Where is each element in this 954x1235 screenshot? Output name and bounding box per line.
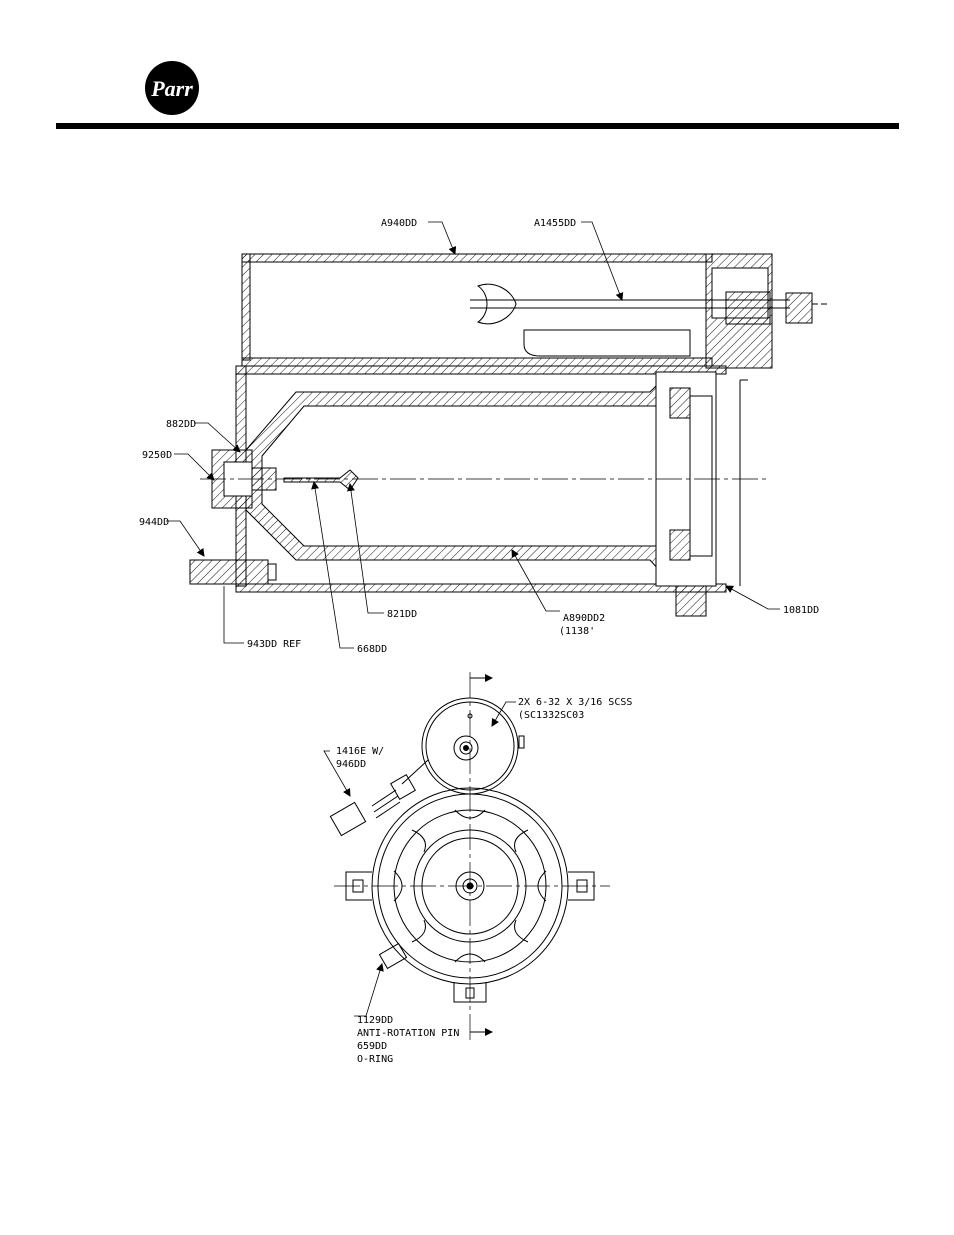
- label-connector-2: 946DD: [336, 759, 366, 770]
- label-pin-3: 659DD: [357, 1041, 387, 1052]
- parr-logo: Parr: [145, 61, 199, 115]
- label-821dd: 821DD: [387, 609, 417, 620]
- lower-bracket: [523, 329, 691, 357]
- end-view-labels: 2X 6-32 X 3/16 SCSS (SC1332SC03 1416E W/…: [336, 697, 632, 1065]
- side-view-leaders: [166, 221, 780, 649]
- label-a1455dd: A1455DD: [534, 218, 576, 229]
- connector-plug: [329, 801, 367, 837]
- ear-right: [568, 871, 595, 901]
- shaft-coupling: [785, 292, 813, 324]
- end-view: [329, 672, 610, 1040]
- bottom-tab: [453, 982, 487, 1003]
- anti-rotation-pin: [378, 942, 408, 970]
- lower-housing-bottom-wall: [235, 583, 727, 593]
- fitting-944dd: [189, 559, 269, 585]
- upper-housing-bottom-wall: [241, 357, 713, 367]
- label-pin-1: 1129DD: [357, 1015, 393, 1026]
- header-rule: [56, 123, 899, 129]
- side-section-view: [189, 253, 828, 617]
- upper-housing-left-wall: [241, 253, 251, 361]
- label-screws-2: (SC1332SC03: [518, 710, 584, 721]
- label-943dd: 943DD REF: [247, 639, 301, 650]
- clamp-lobes: [393, 809, 547, 963]
- label-668dd: 668DD: [357, 644, 387, 655]
- logo-text: Parr: [150, 76, 193, 101]
- label-a890dd2: A890DD2: [563, 613, 605, 624]
- label-944dd: 944DD: [139, 517, 169, 528]
- shaft-bearing: [725, 291, 771, 325]
- label-connector-1: 1416E W/: [336, 746, 384, 757]
- label-882dd: 882DD: [166, 419, 196, 430]
- ear-left: [345, 871, 372, 901]
- upper-housing-top-wall: [241, 253, 713, 263]
- bottom-clamp: [675, 585, 707, 617]
- lower-housing-top-wall: [235, 365, 727, 375]
- end-view-leaders: [323, 701, 516, 1017]
- label-1081dd: 1081DD: [783, 605, 819, 616]
- label-a940dd: A940DD: [381, 218, 417, 229]
- side-view-labels: A940DD A1455DD 882DD 9250D 944DD 943DD R…: [139, 218, 819, 655]
- wing-nut: [476, 283, 517, 325]
- label-a890dd2-sub: (1138': [559, 626, 595, 637]
- label-screws-1: 2X 6-32 X 3/16 SCSS: [518, 697, 632, 708]
- label-pin-4: O-RING: [357, 1054, 393, 1065]
- vessel-outer: [371, 787, 569, 985]
- label-9250d: 9250D: [142, 450, 172, 461]
- label-pin-2: ANTI-ROTATION PIN: [357, 1028, 459, 1039]
